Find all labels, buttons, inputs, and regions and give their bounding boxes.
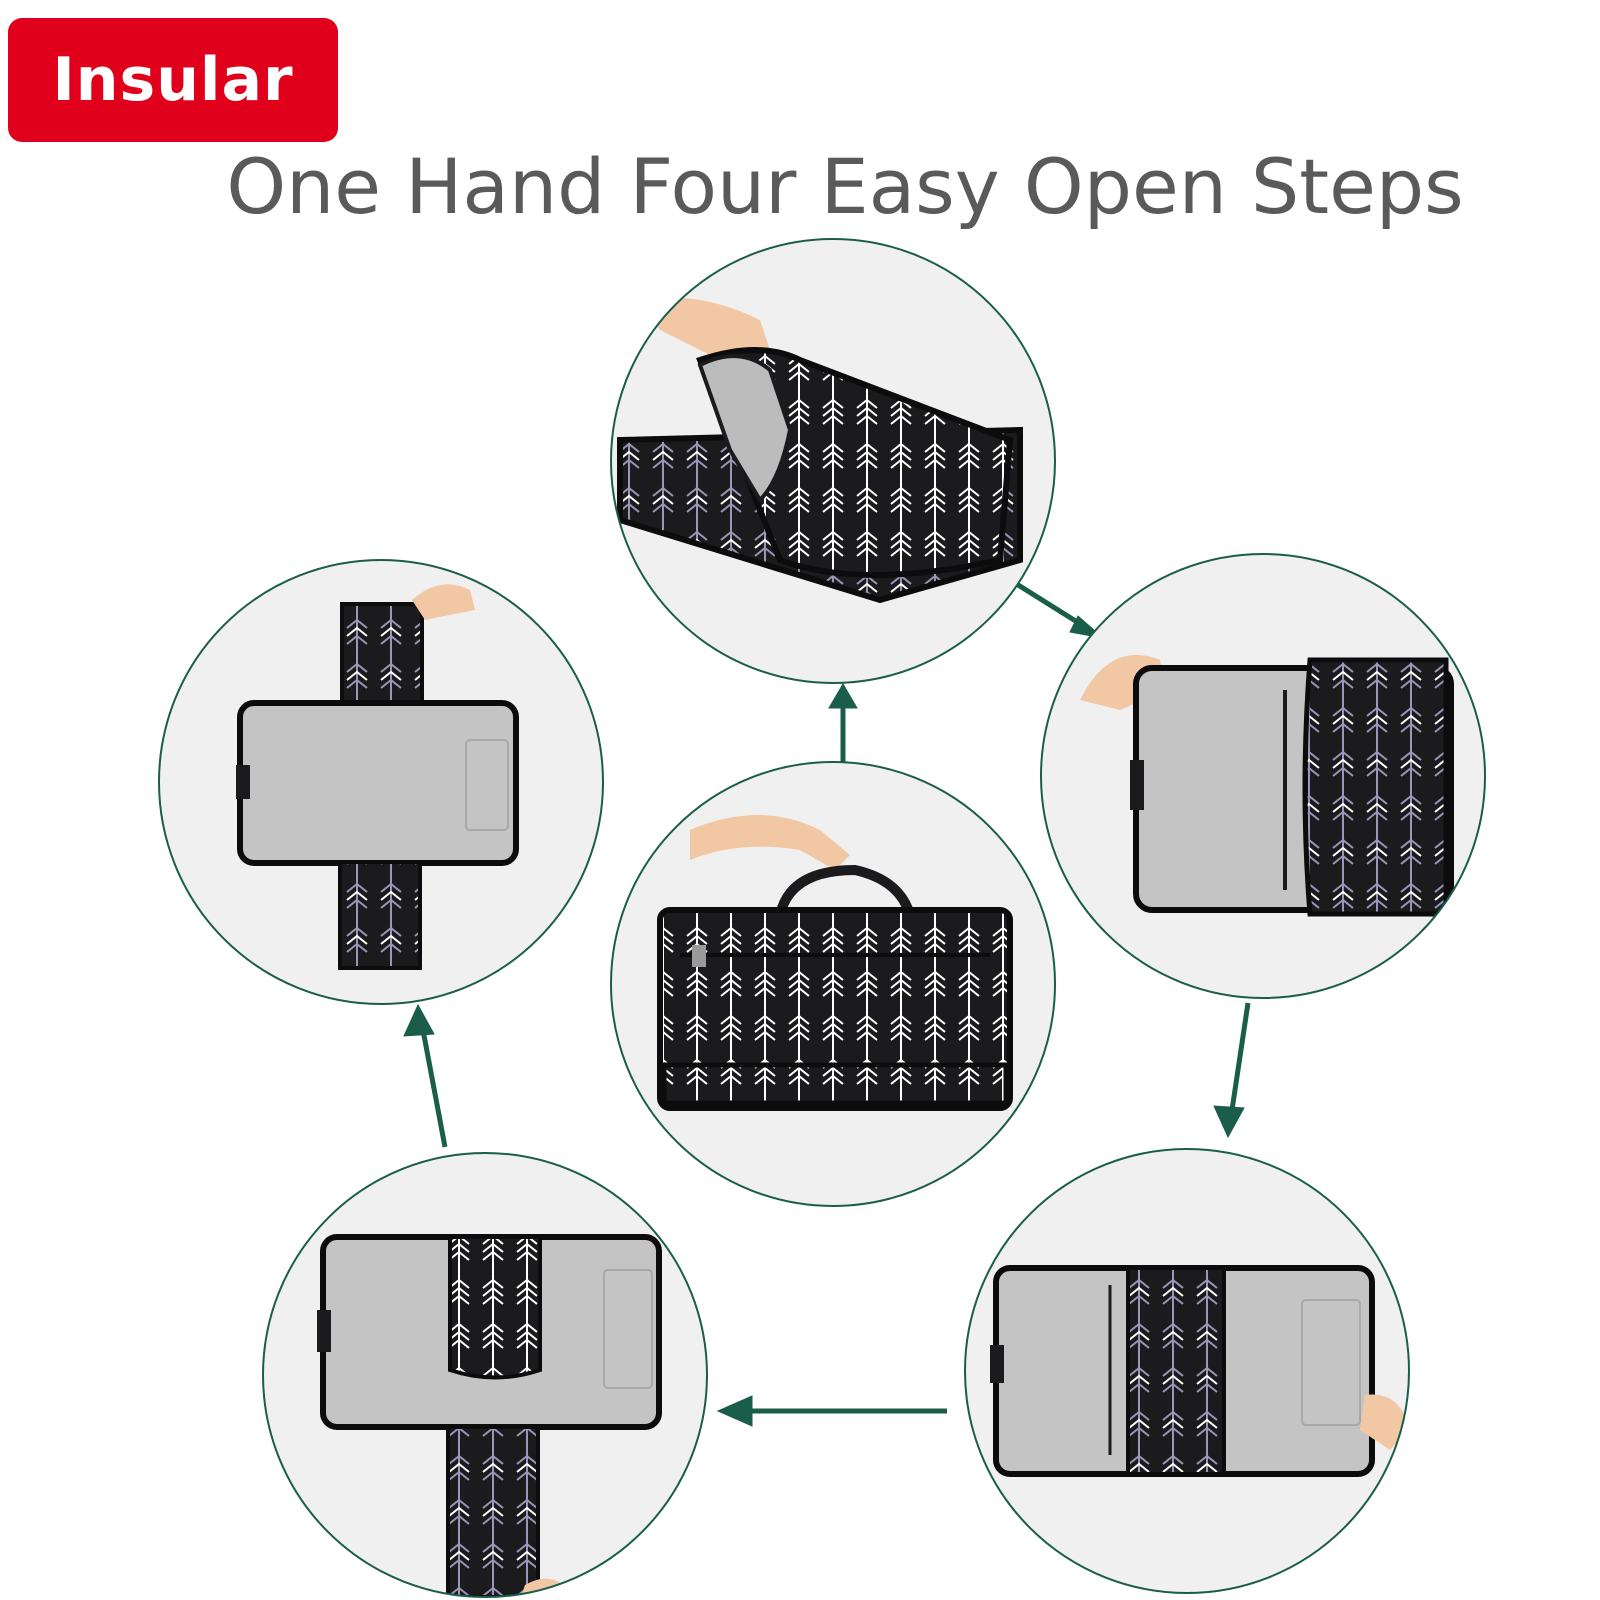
- hand-icon: [640, 297, 770, 360]
- hand-icon: [412, 584, 475, 620]
- arrow-bottom-right-to-bottom-left: [716, 1395, 947, 1427]
- step-1-open-flap: [610, 238, 1056, 684]
- page-title: One Hand Four Easy Open Steps: [226, 142, 1464, 231]
- step-3-unfold-left: [964, 1148, 1410, 1594]
- step-5-fully-open: [158, 559, 604, 1005]
- step-center-closed-bag: [610, 761, 1056, 1207]
- arrow-bottom-left-to-left: [403, 1003, 448, 1148]
- arrow-right-to-bottom-right: [1213, 1002, 1251, 1139]
- arrow-center-to-top: [828, 683, 858, 770]
- brand-logo-text: Insular: [52, 45, 294, 115]
- flow-arrows: [403, 580, 1251, 1427]
- hand-icon: [1360, 1394, 1409, 1450]
- arrow-top-to-right: [1013, 580, 1105, 639]
- step-4-unfold-bottom: [262, 1152, 708, 1598]
- hand-icon: [690, 815, 850, 870]
- step-2-unfold-right: [1040, 553, 1486, 999]
- brand-logo: Insular: [8, 18, 338, 142]
